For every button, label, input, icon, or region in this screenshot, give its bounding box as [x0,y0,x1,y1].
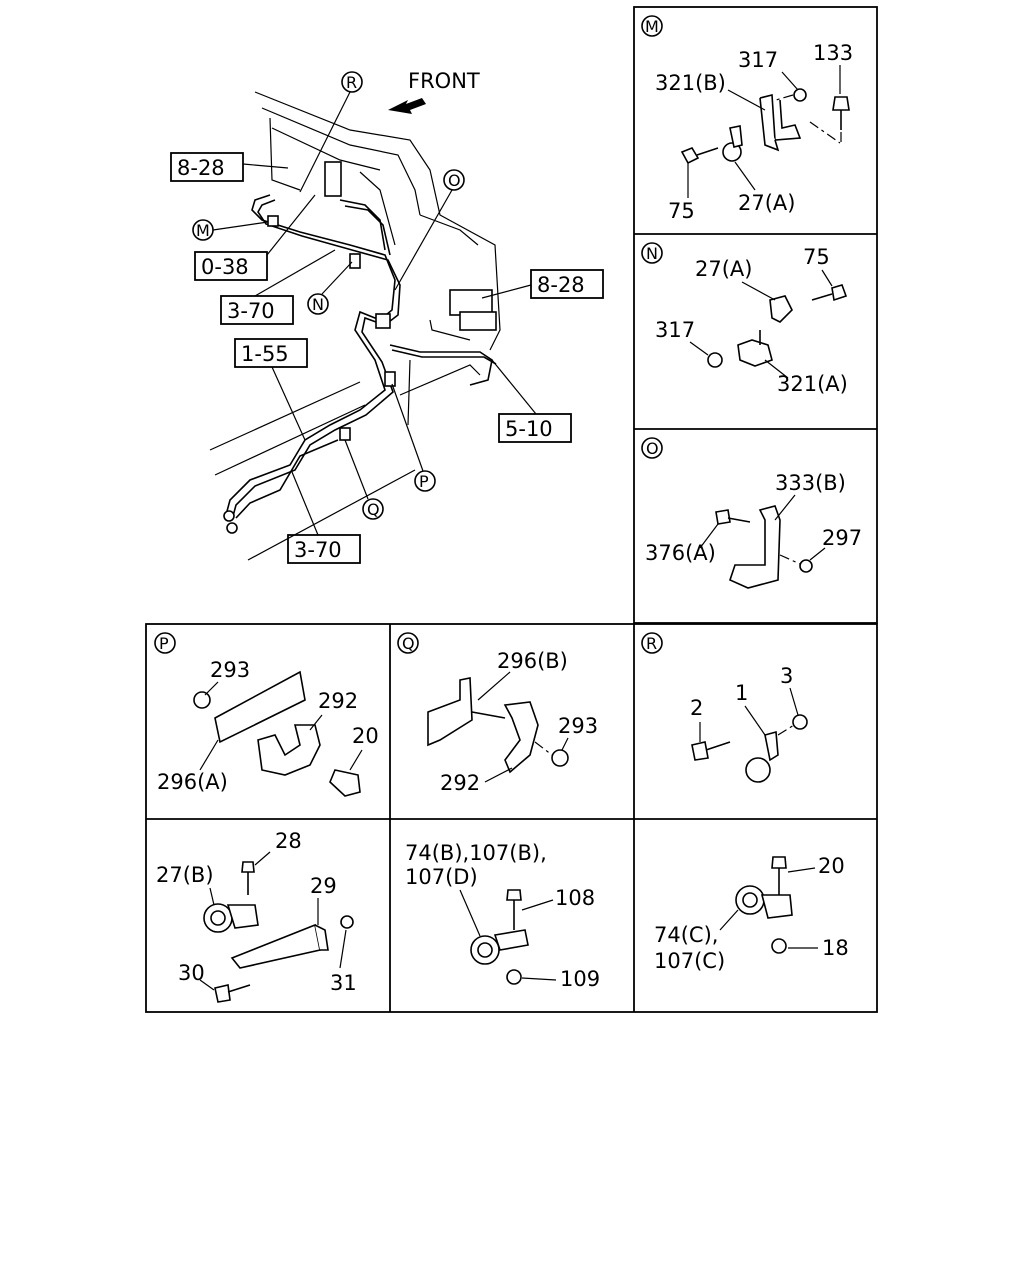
panel-r: R 3 1 2 [641,632,808,783]
svg-text:292: 292 [440,771,480,795]
svg-text:Q: Q [367,500,380,519]
panel-n: N 27(A) 75 317 321(A) [641,242,848,396]
front-label: FRONT [408,69,480,93]
svg-text:292: 292 [318,689,358,713]
ref-box-1-55: 1-55 [234,338,308,441]
callout-o: O [394,169,465,291]
callout-p: P [391,383,436,492]
svg-text:31: 31 [330,971,357,995]
svg-text:N: N [646,244,658,263]
svg-text:1-55: 1-55 [241,342,289,366]
svg-text:M: M [196,221,210,240]
callout-n: N [307,261,353,315]
svg-text:2: 2 [690,696,703,720]
callout-m: M [192,219,269,241]
svg-text:321(A): 321(A) [777,372,848,396]
svg-text:20: 20 [352,724,379,748]
svg-text:296(B): 296(B) [497,649,568,673]
svg-text:74(C),: 74(C), [654,923,718,947]
svg-text:3-70: 3-70 [294,538,342,562]
svg-text:321(B): 321(B) [655,71,726,95]
main-assembly: FRONT 8-28 0-38 3-70 1-55 8-28 [170,69,604,564]
svg-text:Q: Q [402,634,415,653]
svg-text:293: 293 [210,658,250,682]
svg-text:0-38: 0-38 [201,255,249,279]
ref-box-8-28-right: 8-28 [481,269,604,299]
svg-text:O: O [448,171,461,190]
svg-text:30: 30 [178,961,205,985]
ref-box-5-10: 5-10 [491,359,572,443]
svg-text:29: 29 [310,874,337,898]
svg-text:333(B): 333(B) [775,471,846,495]
svg-text:8-28: 8-28 [177,156,225,180]
svg-text:1: 1 [735,681,748,705]
panel-u: 20 74(C), 107(C) 18 [654,854,849,973]
svg-text:75: 75 [803,245,830,269]
svg-text:18: 18 [822,936,849,960]
svg-text:28: 28 [275,829,302,853]
svg-text:27(A): 27(A) [695,257,752,281]
ref-box-8-28-upper: 8-28 [170,152,289,182]
panel-t: 74(B),107(B), 107(D) 108 109 [405,841,600,991]
panel-frames [145,6,878,1013]
svg-text:296(A): 296(A) [157,770,228,794]
svg-text:27(A): 27(A) [738,191,795,215]
svg-text:27(B): 27(B) [156,863,214,887]
ref-box-3-70-lower: 3-70 [287,471,361,564]
callout-r: R [299,71,363,193]
ref-box-0-38: 0-38 [194,194,316,281]
panel-s: 28 27(B) 29 30 31 [156,829,357,1003]
svg-text:317: 317 [655,318,695,342]
svg-text:109: 109 [560,967,600,991]
svg-text:20: 20 [818,854,845,878]
panel-q: Q 296(B) 293 292 [397,632,598,795]
svg-text:317: 317 [738,48,778,72]
svg-text:3: 3 [780,664,793,688]
svg-text:P: P [159,634,169,653]
svg-text:108: 108 [555,886,595,910]
svg-text:R: R [646,634,657,653]
svg-text:107(D): 107(D) [405,865,478,889]
svg-text:8-28: 8-28 [537,273,585,297]
svg-text:R: R [346,73,357,92]
callout-q: Q [344,439,384,520]
panel-p: P 293 292 20 296(A) [154,632,379,797]
svg-text:3-70: 3-70 [227,299,275,323]
svg-text:75: 75 [668,199,695,223]
panel-o: O 333(B) 297 376(A) [641,437,862,589]
svg-text:107(C): 107(C) [654,949,725,973]
svg-text:P: P [419,472,429,491]
svg-text:133: 133 [813,41,853,65]
svg-text:N: N [312,295,324,314]
svg-text:M: M [645,17,659,36]
svg-text:376(A): 376(A) [645,541,716,565]
svg-text:O: O [646,439,659,458]
svg-text:293: 293 [558,714,598,738]
svg-text:74(B),107(B),: 74(B),107(B), [405,841,547,865]
svg-text:297: 297 [822,526,862,550]
ref-box-3-70-upper: 3-70 [220,249,336,325]
panel-m: M 317 133 321(B) 75 27(A) [641,15,853,223]
svg-text:5-10: 5-10 [505,417,553,441]
